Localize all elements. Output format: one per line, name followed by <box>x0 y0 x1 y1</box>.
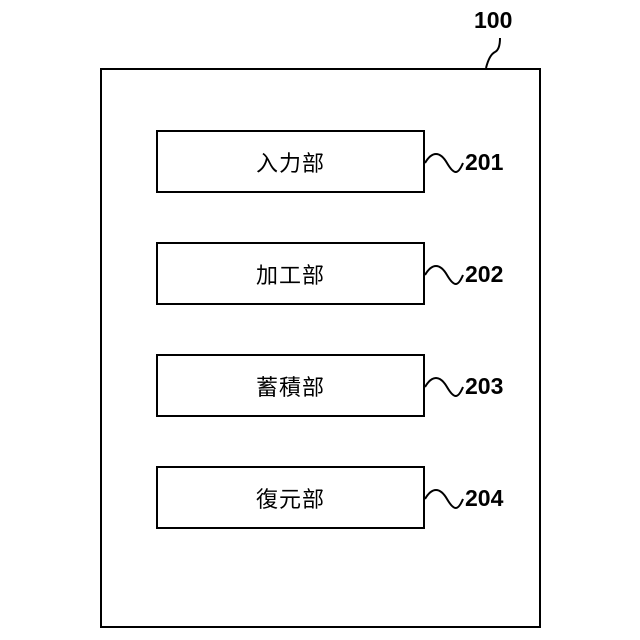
restoration-unit-ref-label: 204 <box>465 487 503 510</box>
storage-unit-ref-label: 203 <box>465 375 503 398</box>
leader-line-100 <box>486 38 500 68</box>
processing-unit-ref-label: 202 <box>465 263 503 286</box>
input-unit-ref-label: 201 <box>465 151 503 174</box>
storage-unit-box: 蓄積部 <box>156 354 425 417</box>
processing-unit-box: 加工部 <box>156 242 425 305</box>
restoration-unit-box: 復元部 <box>156 466 425 529</box>
input-unit-box: 入力部 <box>156 130 425 193</box>
system-ref-label: 100 <box>474 9 512 32</box>
